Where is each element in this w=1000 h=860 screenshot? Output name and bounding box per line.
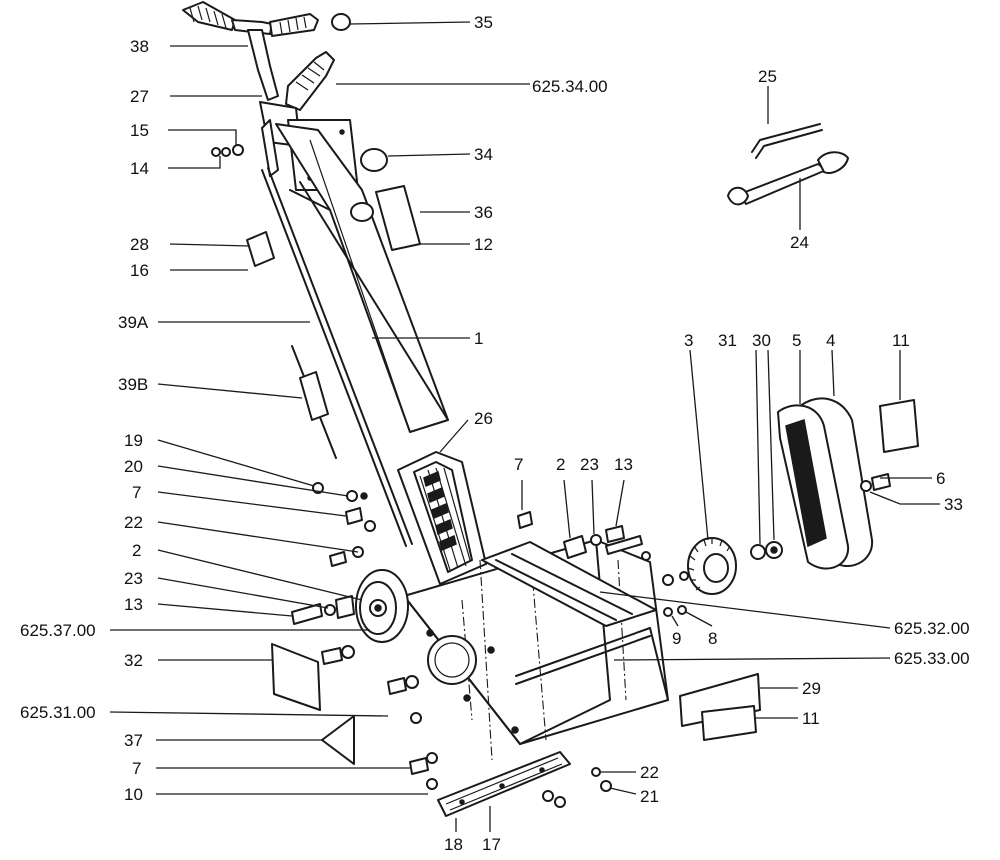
tools	[727, 123, 849, 206]
label-31: 31	[718, 331, 737, 350]
label-4: 4	[826, 331, 835, 350]
label-18: 18	[444, 835, 463, 854]
label-33: 33	[944, 495, 963, 514]
label-23-left: 23	[124, 569, 143, 588]
label-625-31-00: 625.31.00	[20, 703, 96, 722]
rod-39b	[291, 345, 337, 459]
label-39b: 39B	[118, 375, 148, 394]
label-3: 3	[684, 331, 693, 350]
bottom-plate	[437, 751, 612, 817]
label-2-right: 2	[556, 455, 565, 474]
label-28: 28	[130, 235, 149, 254]
label-35: 35	[474, 13, 493, 32]
label-21: 21	[640, 787, 659, 806]
label-13-right: 13	[614, 455, 633, 474]
label-11-top: 11	[892, 331, 910, 350]
label-17: 17	[482, 835, 501, 854]
label-625-32-00: 625.32.00	[894, 619, 970, 638]
label-6: 6	[936, 469, 945, 488]
machine-body	[403, 539, 669, 761]
label-plates-left	[271, 643, 355, 765]
label-1: 1	[474, 329, 483, 348]
belt-housing	[397, 451, 487, 585]
label-15: 15	[130, 121, 149, 140]
label-12: 12	[474, 235, 493, 254]
label-39a: 39A	[118, 313, 149, 332]
label-625-34-00: 625.34.00	[532, 77, 608, 96]
label-11-bottom: 11	[802, 709, 820, 728]
label-23-right: 23	[580, 455, 599, 474]
label-9: 9	[672, 629, 681, 648]
label-26: 26	[474, 409, 493, 428]
label-625-37-00: 625.37.00	[20, 621, 96, 640]
label-29: 29	[802, 679, 821, 698]
label-27: 27	[130, 87, 149, 106]
label-625-33-00: 625.33.00	[894, 649, 970, 668]
label-32: 32	[124, 651, 143, 670]
label-30: 30	[752, 331, 771, 350]
label-22-left: 22	[124, 513, 143, 532]
label-8: 8	[708, 629, 717, 648]
leader-lines	[109, 21, 940, 832]
label-13-left: 13	[124, 595, 143, 614]
label-16: 16	[130, 261, 149, 280]
label-19: 19	[124, 431, 143, 450]
label-36: 36	[474, 203, 493, 222]
label-37: 37	[124, 731, 143, 750]
label-24: 24	[790, 233, 809, 252]
pulley-gear	[687, 537, 783, 595]
part-labels: 35 38 625.34.00 27 15 14 34 36 12 28 16 …	[20, 13, 970, 854]
label-10: 10	[124, 785, 143, 804]
label-5: 5	[792, 331, 801, 350]
label-2-left: 2	[132, 541, 141, 560]
fasteners-left	[291, 482, 438, 790]
label-7-left-top: 7	[132, 483, 141, 502]
fasteners-right-top	[517, 511, 689, 617]
label-22-right: 22	[640, 763, 659, 782]
label-20: 20	[124, 457, 143, 476]
wheel	[355, 569, 409, 643]
label-7-left-bottom: 7	[132, 759, 141, 778]
label-plates-right	[679, 673, 761, 741]
drive-belt	[777, 397, 919, 570]
label-25: 25	[758, 67, 777, 86]
label-14: 14	[130, 159, 149, 178]
label-34: 34	[474, 145, 493, 164]
label-7-right: 7	[514, 455, 523, 474]
label-38: 38	[130, 37, 149, 56]
